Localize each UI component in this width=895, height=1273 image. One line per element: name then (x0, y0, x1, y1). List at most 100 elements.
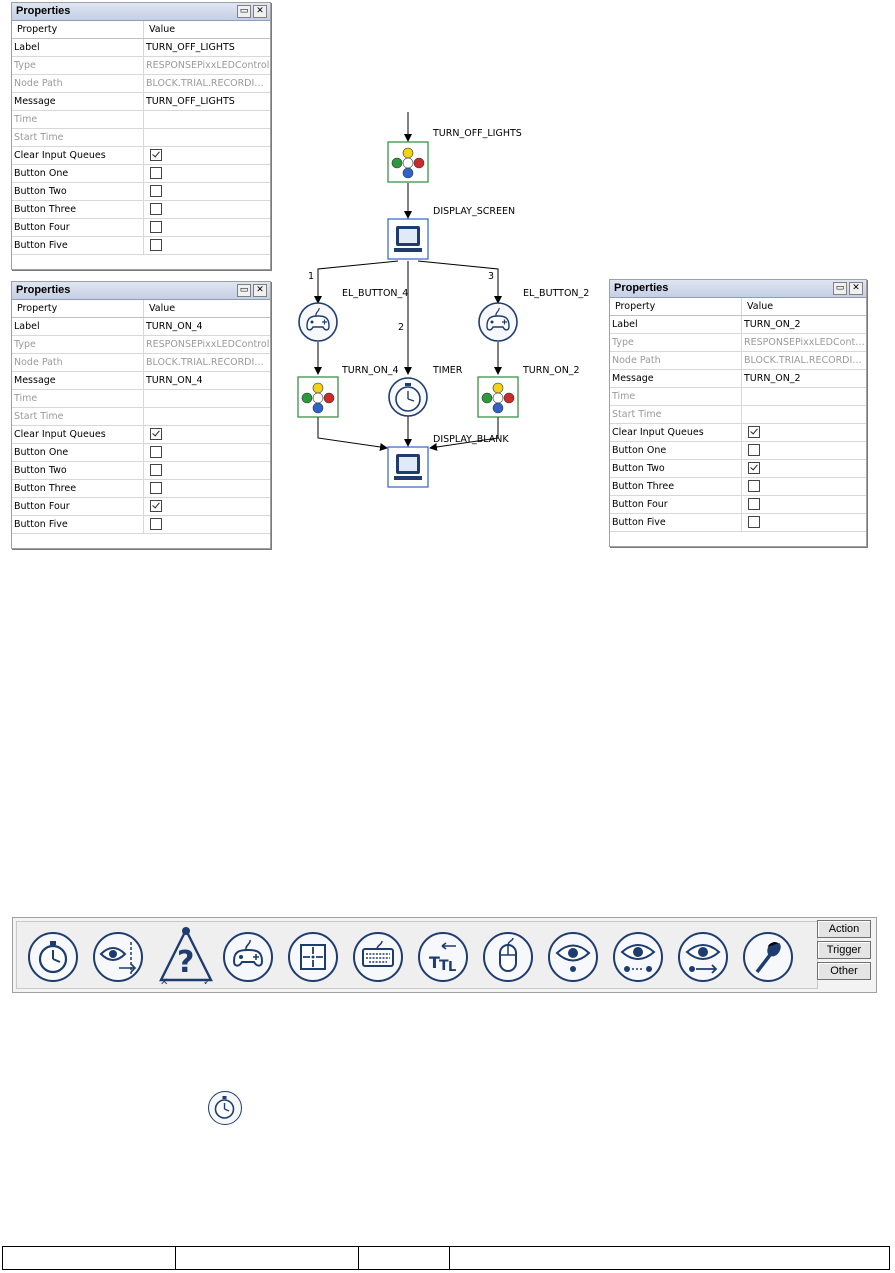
property-row[interactable]: Button Two (12, 461, 270, 480)
panel-title: Properties (614, 282, 669, 294)
close-icon[interactable]: ✕ (253, 5, 267, 18)
property-row[interactable]: Start Time (12, 407, 270, 426)
sample-velocity-icon[interactable] (678, 932, 728, 982)
label-el-button-2: EL_BUTTON_2 (523, 288, 589, 299)
property-row[interactable]: Button Three (12, 479, 270, 498)
property-row[interactable]: Button Five (610, 513, 866, 532)
panel-title: Properties (16, 5, 71, 17)
checkbox[interactable] (150, 518, 162, 530)
property-name: Node Path (12, 74, 144, 93)
tab-trigger[interactable]: Trigger (817, 941, 871, 959)
property-row[interactable]: Start Time (12, 128, 270, 147)
checkbox[interactable] (150, 185, 162, 197)
checkbox[interactable] (150, 221, 162, 233)
led-control-node-turn-on-4[interactable] (297, 376, 339, 418)
keyboard-icon[interactable] (353, 932, 403, 982)
tab-other[interactable]: Other (817, 962, 871, 980)
property-value[interactable]: TURN_ON_4 (143, 317, 270, 336)
property-value[interactable]: TURN_OFF_LIGHTS (143, 38, 270, 57)
checkbox[interactable] (748, 480, 760, 492)
pin-icon[interactable]: ▭ (833, 282, 847, 295)
property-row[interactable]: Button One (12, 443, 270, 462)
display-blank-node[interactable] (387, 446, 429, 488)
checkbox[interactable] (748, 462, 760, 474)
checkbox[interactable] (150, 149, 162, 161)
property-row[interactable]: Button Three (12, 200, 270, 219)
property-row[interactable]: Button One (12, 164, 270, 183)
checkbox[interactable] (150, 500, 162, 512)
property-value[interactable]: TURN_ON_2 (741, 315, 866, 334)
checkbox[interactable] (748, 444, 760, 456)
voice-key-icon[interactable] (743, 932, 793, 982)
label-timer: TIMER (432, 365, 463, 376)
property-row[interactable]: Time (12, 110, 270, 129)
led-control-node-turn-off-lights[interactable] (387, 141, 429, 183)
saccade-icon[interactable] (613, 932, 663, 982)
pin-icon[interactable]: ▭ (237, 284, 251, 297)
property-row[interactable]: Button Five (12, 236, 270, 255)
conditional-icon[interactable]: ?✕✓ (158, 926, 214, 988)
property-row[interactable]: Clear Input Queues (12, 425, 270, 444)
property-row[interactable]: Time (12, 389, 270, 408)
checkbox[interactable] (150, 482, 162, 494)
property-row[interactable]: Time (610, 387, 866, 406)
property-row[interactable]: Start Time (610, 405, 866, 424)
button-trigger-node-el-button-2[interactable] (478, 302, 518, 342)
property-row[interactable]: Button One (610, 441, 866, 460)
property-row[interactable]: Button Four (12, 218, 270, 237)
checkbox[interactable] (150, 428, 162, 440)
property-row[interactable]: Clear Input Queues (610, 423, 866, 442)
property-row[interactable]: Button Five (12, 515, 270, 534)
mouse-icon[interactable] (483, 932, 533, 982)
checkbox[interactable] (150, 167, 162, 179)
tab-action[interactable]: Action (817, 920, 871, 938)
pin-icon[interactable]: ▭ (237, 5, 251, 18)
checkbox[interactable] (150, 446, 162, 458)
svg-text:T: T (429, 953, 440, 972)
property-row[interactable]: Button Three (610, 477, 866, 496)
close-icon[interactable]: ✕ (253, 284, 267, 297)
timer-icon[interactable] (28, 932, 78, 982)
checkbox[interactable] (748, 516, 760, 528)
button-response-icon[interactable] (223, 932, 273, 982)
property-value: RESPONSEPixxLEDControl (741, 333, 866, 352)
property-value[interactable]: TURN_OFF_LIGHTS (143, 92, 270, 111)
property-name: Button Two (610, 459, 742, 478)
node-category-tabs: Action Trigger Other (817, 920, 872, 983)
property-value: BLOCK.TRIAL.RECORDIN... (143, 353, 270, 372)
timer-node[interactable] (388, 377, 428, 417)
property-row[interactable]: Button Four (12, 497, 270, 516)
fixation-trigger-icon[interactable] (288, 932, 338, 982)
checkbox[interactable] (150, 464, 162, 476)
property-row[interactable]: Button Two (610, 459, 866, 478)
checkbox[interactable] (748, 426, 760, 438)
property-value[interactable]: TURN_ON_4 (143, 371, 270, 390)
button-trigger-node-el-button-4[interactable] (298, 302, 338, 342)
property-value[interactable]: TURN_ON_2 (741, 369, 866, 388)
property-row[interactable]: Button Two (12, 182, 270, 201)
property-row[interactable]: Clear Input Queues (12, 146, 270, 165)
property-row[interactable]: Button Four (610, 495, 866, 514)
invisible-boundary-icon[interactable] (93, 932, 143, 982)
close-icon[interactable]: ✕ (849, 282, 863, 295)
eye-fixation-icon[interactable] (548, 932, 598, 982)
display-screen-node[interactable] (387, 218, 429, 260)
led-control-node-turn-on-2[interactable] (477, 376, 519, 418)
checkbox[interactable] (150, 203, 162, 215)
checkbox[interactable] (748, 498, 760, 510)
checkbox[interactable] (150, 239, 162, 251)
